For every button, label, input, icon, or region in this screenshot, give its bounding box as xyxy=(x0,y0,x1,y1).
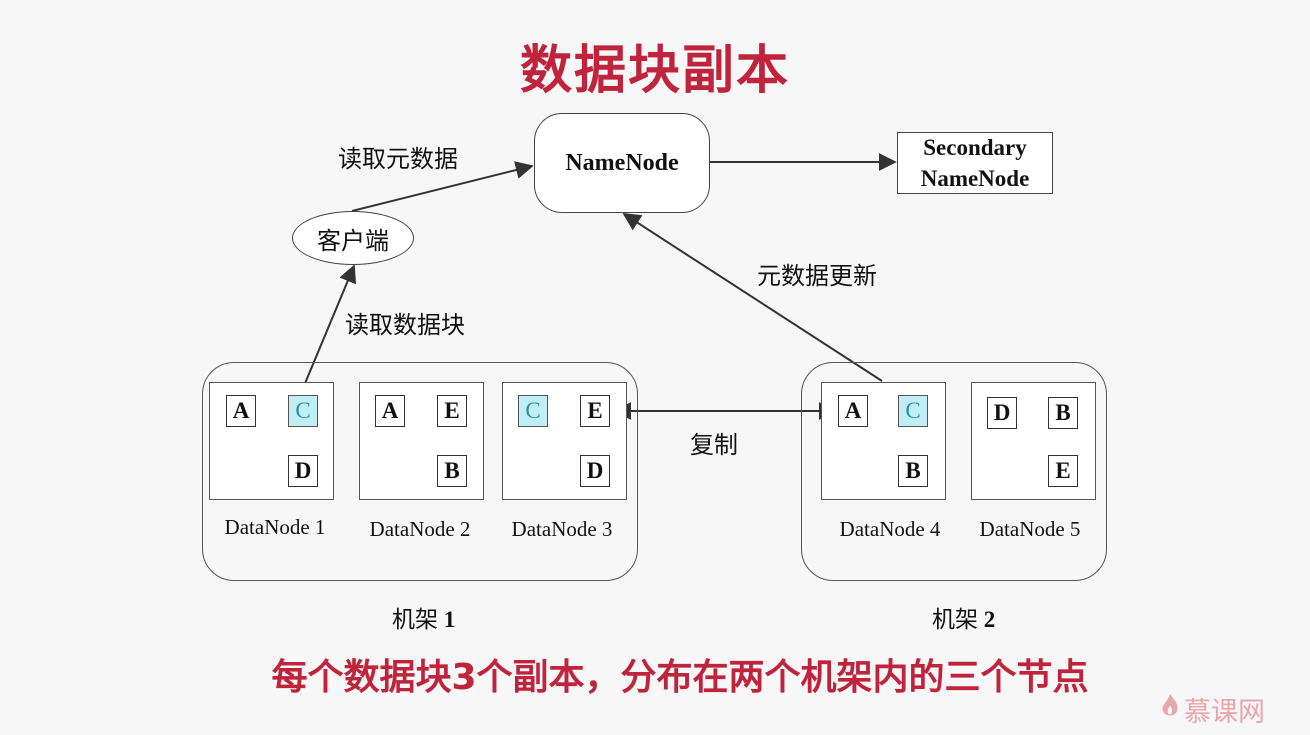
secondary-label-line2: NameNode xyxy=(920,166,1030,191)
read-metadata-label: 读取元数据 xyxy=(338,147,458,173)
datanode-2-label: DataNode 2 xyxy=(369,517,471,541)
rack-1-label: 机架 1 xyxy=(392,607,456,632)
datanode-3-label: DataNode 3 xyxy=(511,517,613,541)
arrow-datanode1-to-client xyxy=(300,264,357,394)
block-d: D xyxy=(580,455,610,487)
watermark-logo: 慕课网 xyxy=(1160,690,1265,729)
block-b: B xyxy=(437,455,467,487)
block-e: E xyxy=(437,395,467,427)
client-ellipse: 客户端 xyxy=(292,211,414,265)
datanode-5-label: DataNode 5 xyxy=(979,517,1081,541)
block-d: D xyxy=(288,455,318,487)
secondary-label-line1: Secondary xyxy=(923,135,1027,160)
block-b: B xyxy=(898,455,928,487)
datanode-1-label: DataNode 1 xyxy=(224,515,326,539)
rack-2-label: 机架 2 xyxy=(932,607,996,632)
namenode-box: NameNode xyxy=(534,113,710,213)
arrow-client-to-namenode xyxy=(351,161,534,212)
page-title: 数据块副本 xyxy=(519,41,790,101)
block-a: A xyxy=(226,395,256,427)
logo-text: 慕课网 xyxy=(1184,697,1265,728)
secondary-namenode-box: Secondary NameNode xyxy=(897,132,1053,194)
namenode-label: NameNode xyxy=(565,149,679,176)
block-a: A xyxy=(375,395,405,427)
flame-icon xyxy=(1160,693,1180,726)
block-a: A xyxy=(838,395,868,427)
block-c-highlighted: C xyxy=(288,395,318,427)
rack-1 xyxy=(202,362,638,581)
datanode-4-label: DataNode 4 xyxy=(839,517,941,541)
block-e: E xyxy=(580,395,610,427)
metadata-update-label: 元数据更新 xyxy=(757,264,877,290)
client-label: 客户端 xyxy=(317,228,389,255)
summary-caption: 每个数据块3个副本，分布在两个机架内的三个节点 xyxy=(271,657,1089,698)
read-block-label: 读取数据块 xyxy=(345,313,465,339)
block-c-highlighted: C xyxy=(518,395,548,427)
replicate-label: 复制 xyxy=(690,433,738,459)
block-d: D xyxy=(987,397,1017,429)
block-c-highlighted: C xyxy=(898,395,928,427)
rack-2 xyxy=(801,362,1107,581)
arrow-datanode4-to-namenode xyxy=(622,213,883,382)
block-e: E xyxy=(1048,455,1078,487)
block-b: B xyxy=(1048,397,1078,429)
